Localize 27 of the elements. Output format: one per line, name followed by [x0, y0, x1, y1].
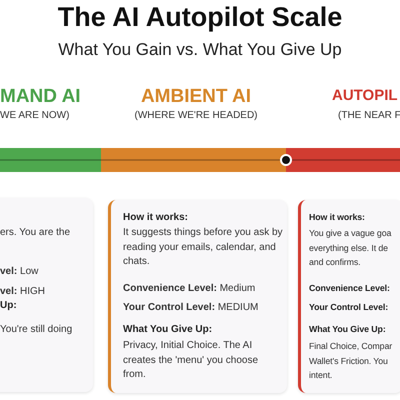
- column-heading: MAND AI: [0, 86, 82, 108]
- card-text: Final Choice, Compar Wallet's Friction. You intent.: [309, 340, 394, 382]
- column-heading: AMBIENT AI: [140, 86, 252, 108]
- card-heading: What You Give Up:: [309, 323, 387, 336]
- column-heading: AUTOPIL: [332, 87, 398, 104]
- card-heading: How it works:: [309, 211, 366, 224]
- card-text: You give a vague goa everything else. It de and confirms.: [309, 227, 392, 269]
- level-text: Your Control Level: MEDIUM: [123, 301, 260, 315]
- column-subheading: WE ARE NOW): [0, 110, 70, 121]
- card-heading: Up:: [0, 299, 18, 313]
- card-text: It suggests things before you ask by reading your emails, calendar, and chats.: [123, 226, 283, 269]
- card-text: You're still doing: [0, 323, 74, 337]
- card-heading: How it works:: [123, 211, 190, 225]
- level-text: vel: Low: [0, 265, 40, 279]
- card-text: Privacy, Initial Choice. The AI creates the 'menu' you choose from.: [123, 339, 260, 382]
- card-text: ers. You are the: [0, 226, 72, 240]
- card-heading: What You Give Up:: [123, 323, 214, 337]
- level-text: Convenience Level: Medium: [123, 282, 256, 296]
- level-text: Your Control Level:: [309, 301, 390, 314]
- info-card: [298, 200, 400, 393]
- column-subheading: (WHERE WE'RE HEADED): [133, 110, 259, 121]
- level-text: Convenience Level:: [309, 282, 391, 295]
- column-subheading: (THE NEAR F: [338, 110, 400, 121]
- subtitle: What You Gain vs. What You Give Up: [57, 40, 343, 60]
- level-text: vel: HIGH: [0, 285, 46, 299]
- info-card: [108, 200, 287, 393]
- title: The AI Autopilot Scale: [56, 2, 344, 33]
